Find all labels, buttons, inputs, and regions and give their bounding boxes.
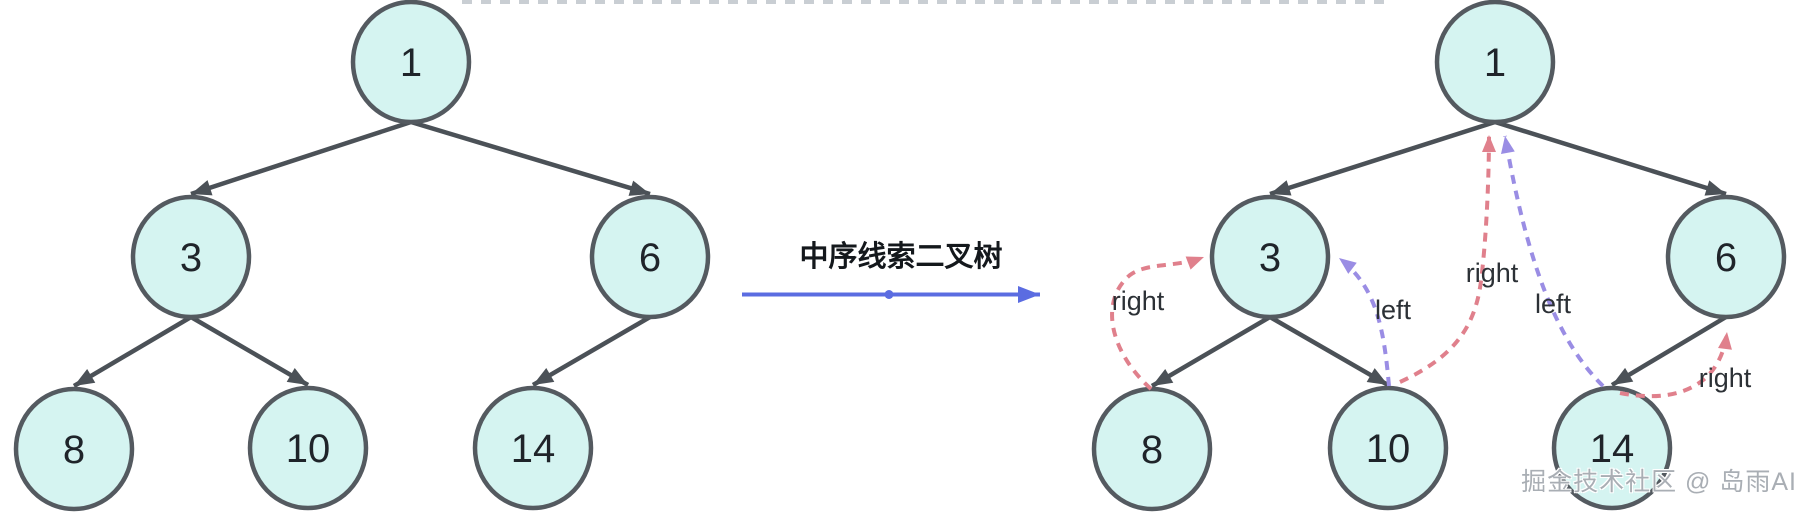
plain-binary-tree: 1 3 6 8 10 14: [13, 0, 711, 512]
tree-node-label-6: 6: [639, 236, 661, 280]
tree-node-8: [1091, 386, 1213, 512]
transform-arrow-dot: [884, 290, 894, 299]
tree-node-3: [130, 194, 252, 320]
transform-label: 中序线索二叉树: [799, 239, 1002, 273]
thread-14-left-to-1: [1501, 135, 1605, 388]
thread-label-14-left: left: [1535, 289, 1572, 319]
tree-node-10: [247, 385, 369, 511]
tree-node-label-8: 8: [63, 428, 85, 472]
edge-3-10: [189, 315, 310, 387]
tree-node-1: [350, 0, 472, 125]
edge-3-8: [1150, 315, 1272, 388]
edge-3-10: [1268, 315, 1390, 387]
thread-8-right-to-3: [1110, 255, 1205, 391]
tree-node-label-14: 14: [1590, 427, 1635, 471]
tree-node-label-10: 10: [286, 427, 331, 471]
tree-node-6: [589, 194, 711, 320]
tree-node-10: [1327, 385, 1449, 511]
transform-group: 中序线索二叉树: [742, 239, 1040, 303]
tree-node-14: [1551, 385, 1673, 511]
thread-10-right-to-1: [1399, 134, 1496, 384]
edge-1-3: [190, 119, 412, 197]
tree-node-label-6: 6: [1715, 236, 1737, 280]
tree-node-3: [1209, 194, 1331, 320]
threaded-binary-tree: 1 3 6 8 10 14 right left right left right: [1091, 0, 1787, 512]
edge-1-6: [410, 119, 651, 197]
thread-14-right-to-6: [1619, 331, 1732, 399]
tree-node-label-10: 10: [1366, 427, 1411, 471]
edge-3-8: [72, 315, 193, 388]
thread-label-10-right: right: [1466, 258, 1519, 288]
tree-node-label-3: 3: [1259, 236, 1281, 280]
tree-node-label-14: 14: [511, 427, 556, 471]
thread-label-8-right: right: [1112, 286, 1165, 316]
tree-node-14: [472, 385, 594, 511]
thread-label-14-right: right: [1699, 363, 1752, 393]
tree-node-label-3: 3: [180, 236, 202, 280]
thread-label-10-left: left: [1375, 295, 1412, 325]
tree-node-6: [1665, 194, 1787, 320]
edge-6-14: [531, 315, 652, 387]
edge-1-6: [1494, 119, 1727, 197]
tree-node-label-1: 1: [1484, 41, 1506, 85]
tree-node-label-1: 1: [400, 41, 422, 85]
edge-1-3: [1269, 119, 1496, 197]
thread-10-left-to-3: [1337, 256, 1391, 387]
tree-node-1: [1434, 0, 1556, 125]
tree-node-label-8: 8: [1141, 428, 1163, 472]
tree-node-8: [13, 386, 135, 512]
edge-6-14: [1610, 315, 1728, 387]
